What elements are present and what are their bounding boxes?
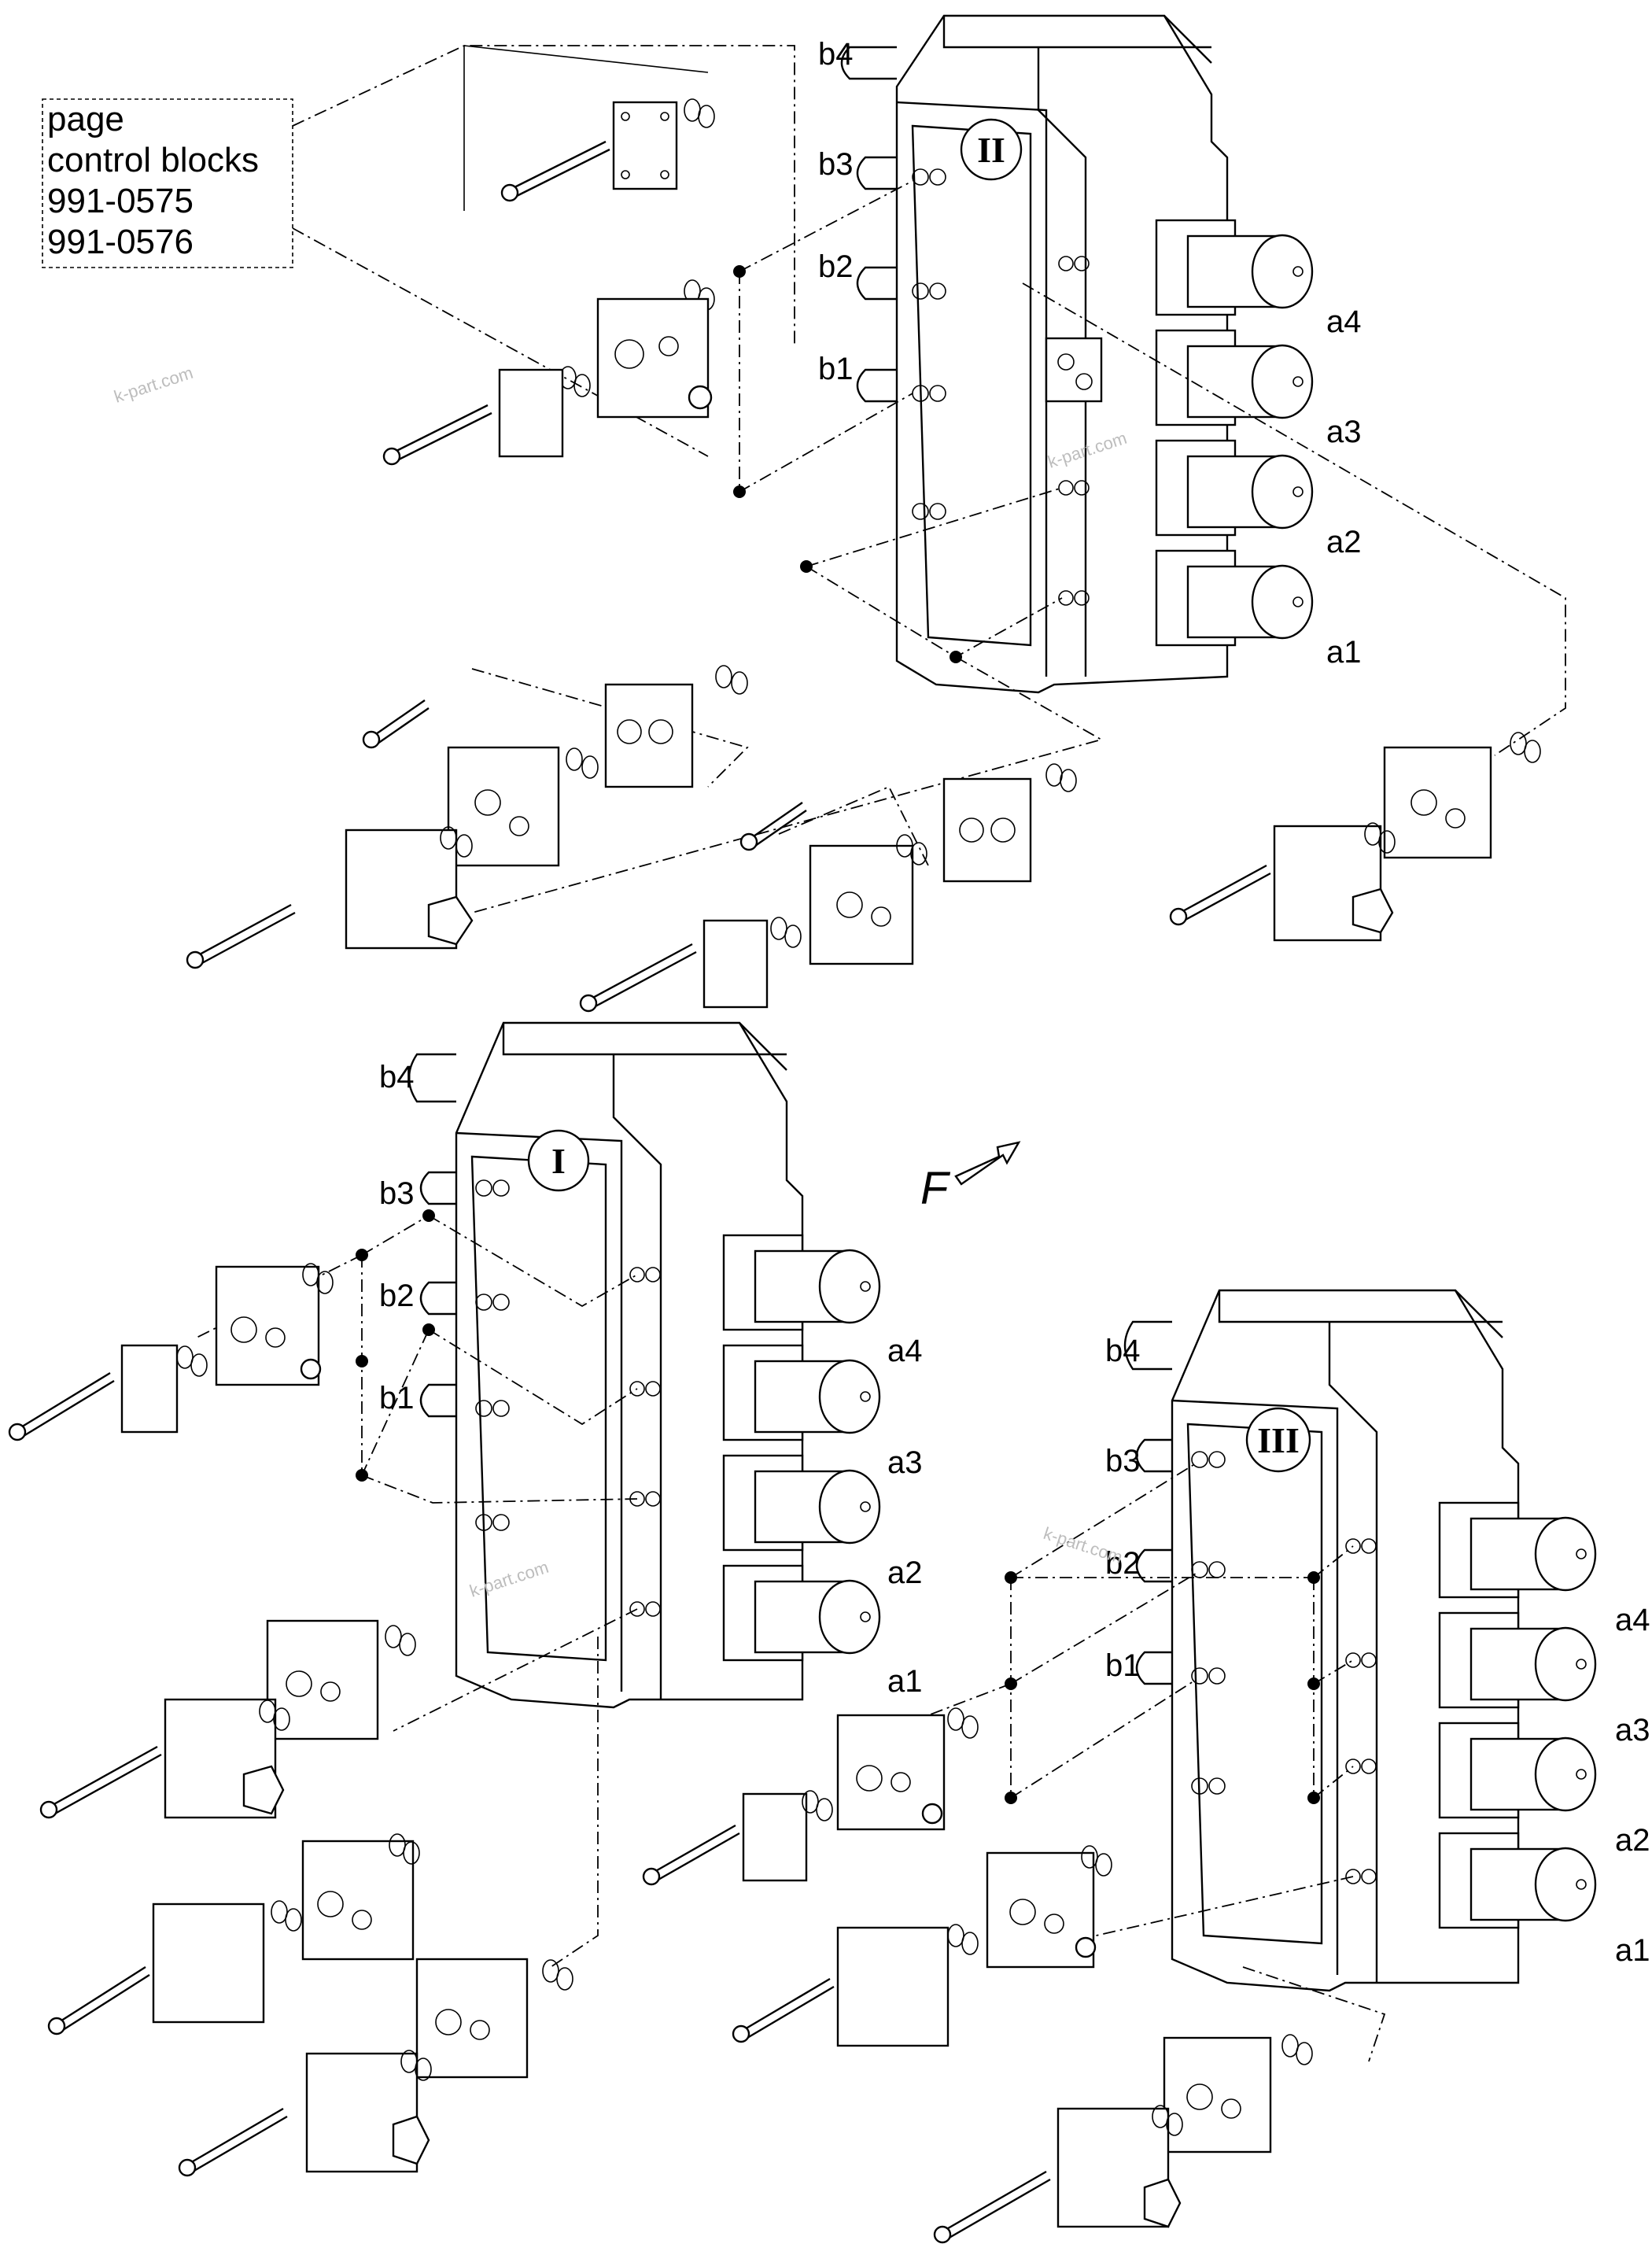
port-label-a1: a1	[1326, 635, 1362, 670]
port-label-a2: a2	[887, 1556, 923, 1590]
reference-box[interactable]: page control blocks 991-0575 991-0576	[42, 98, 293, 268]
connection-dot	[356, 1209, 435, 1482]
solenoid-icon	[1155, 219, 1314, 647]
port-label-a4: a4	[1326, 304, 1362, 339]
port-label-a4: a4	[887, 1334, 923, 1368]
valve-plate-icon	[120, 1265, 529, 2173]
port-label-b4: b4	[1105, 1334, 1141, 1368]
block-roman-numeral: II	[977, 130, 1005, 170]
connection-line	[471, 668, 749, 788]
watermark: k-part.com	[1041, 1523, 1125, 1567]
port-label-a3: a3	[1615, 1713, 1650, 1748]
bolt-icon	[8, 1371, 288, 2177]
bolt-icon	[186, 699, 430, 969]
valve-plate-icon	[612, 101, 678, 190]
direction-label: F	[920, 1163, 951, 1214]
connection-dot	[1005, 1571, 1320, 1804]
port-label-a1: a1	[887, 1664, 923, 1699]
connection-line	[778, 785, 929, 866]
port-label-b3: b3	[379, 1176, 415, 1211]
valve-plate-icon	[498, 297, 713, 458]
port-label-b4: b4	[379, 1060, 415, 1094]
port-label-a1: a1	[1615, 1933, 1650, 1968]
port-label-b3: b3	[818, 147, 854, 182]
direction-indicator: F	[920, 1141, 1021, 1214]
reference-line-2: control blocks	[47, 141, 259, 179]
connection-line	[739, 180, 913, 272]
leader-line-bracket	[463, 45, 709, 211]
valve-plate-icon	[742, 1714, 1272, 2228]
port-label-a4: a4	[1615, 1603, 1650, 1637]
control-block-I: I b4 b3 b2 b1 a4 a3 a2 a1	[379, 1021, 923, 1709]
port-label-a3: a3	[887, 1445, 923, 1480]
port-label-a2: a2	[1326, 525, 1362, 559]
valve-plate-icon	[345, 683, 694, 950]
o-ring-icon	[176, 1263, 573, 2081]
connection-line	[927, 1683, 1386, 2062]
valve-plate-icon	[1273, 746, 1492, 942]
control-block-II: II b4 b3 b2 b1 a4 a	[818, 14, 1362, 694]
arrow-right-icon	[954, 1141, 1021, 1186]
block-roman-numeral: III	[1257, 1420, 1300, 1460]
port-label-a3: a3	[1326, 415, 1362, 449]
o-ring-icon	[440, 665, 748, 858]
leader-line-ref-top	[292, 45, 795, 346]
port-label-a2: a2	[1615, 1823, 1650, 1858]
valve-plate-icon	[702, 777, 1032, 1009]
solenoid-icon	[1438, 1501, 1597, 1929]
reference-line-4: 991-0576	[47, 223, 194, 261]
connection-dot	[733, 265, 962, 663]
o-ring-icon	[802, 1707, 1313, 2136]
connection-line	[806, 487, 1063, 567]
port-label-b3: b3	[1105, 1444, 1141, 1478]
reference-line-1: page	[47, 100, 124, 138]
solenoid-icon	[722, 1234, 881, 1662]
o-ring-icon	[1364, 732, 1541, 854]
port-label-b4: b4	[818, 37, 854, 72]
block-roman-numeral: I	[551, 1141, 566, 1181]
leader-line-ref-bottom	[292, 227, 709, 457]
port-label-b2: b2	[1105, 1546, 1141, 1581]
port-label-b1: b1	[1105, 1648, 1141, 1683]
bolt-icon	[579, 802, 807, 1013]
port-label-b1: b1	[818, 352, 854, 386]
bolt-icon	[382, 140, 610, 466]
bolt-icon	[642, 1824, 1051, 2244]
connection-line	[471, 656, 1104, 913]
control-block-III: III b4 b3 b2 b1 a4 a3 a2 a	[1105, 1289, 1650, 1992]
o-ring-icon	[770, 763, 1077, 948]
port-label-b2: b2	[379, 1279, 415, 1313]
reference-line-3: 991-0575	[47, 182, 194, 220]
port-label-b2: b2	[818, 249, 854, 284]
bolt-icon	[1169, 864, 1271, 926]
watermark: k-part.com	[112, 363, 196, 407]
